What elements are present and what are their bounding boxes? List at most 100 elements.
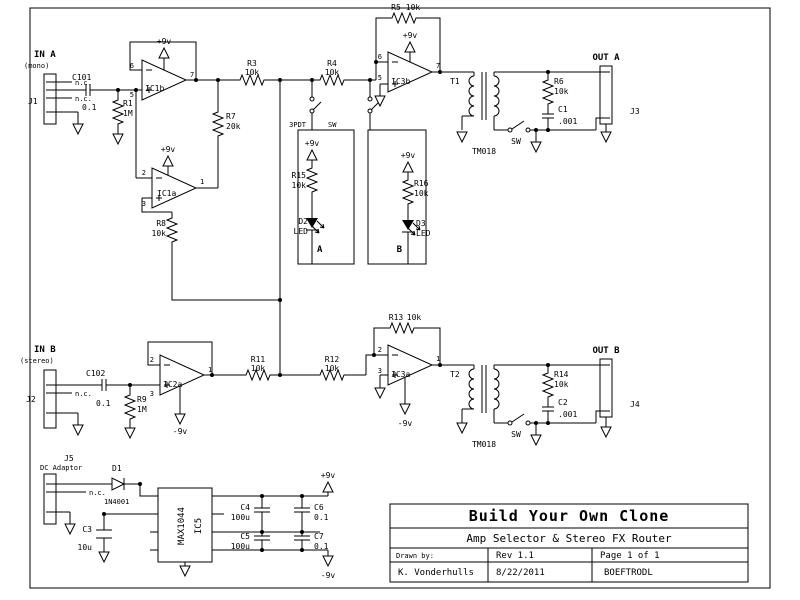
d3-ref-label: D3 — [416, 219, 426, 228]
cap-c102 — [101, 379, 107, 391]
nc-label-j1-ring: n.c. — [75, 95, 92, 103]
r5-ref-label: R5 — [391, 3, 401, 12]
ic3b-pin-out: 7 — [436, 62, 440, 70]
m9v-label-ic3a: -9v — [398, 419, 413, 428]
nc-label-j2: n.c. — [75, 390, 92, 398]
r1-val-label: 1M — [123, 109, 133, 118]
res-r4 — [318, 73, 346, 87]
cap-c7 — [294, 535, 310, 541]
res-r1 — [111, 98, 125, 126]
res-r12 — [318, 368, 346, 382]
r1-ref-label: R1 — [123, 99, 133, 108]
nc-label-j5: n.c. — [89, 489, 106, 497]
in-b-label: IN B — [34, 345, 56, 355]
ic1b-pin-noninv: 5 — [130, 91, 134, 99]
sw-b-label: SW — [511, 430, 521, 439]
c6-val-label: 0.1 — [314, 513, 329, 522]
led-d2 — [306, 218, 325, 234]
nc-label-j1-top: n.c. — [75, 79, 92, 87]
junction-dots — [102, 60, 550, 552]
p9v-label-box-a: +9v — [305, 139, 320, 148]
title-brand: Build Your Own Clone — [469, 507, 670, 525]
c7-val-label: 0.1 — [314, 542, 329, 551]
j2-label: J2 — [26, 395, 36, 404]
page-value: Page 1 of 1 — [600, 551, 660, 561]
drawn-by-value: K. Vonderhulls — [398, 568, 474, 578]
res-r8 — [165, 216, 179, 244]
j3-label: J3 — [630, 107, 640, 116]
d1-ref-label: D1 — [112, 464, 122, 473]
p9v-label-ic1b: +9v — [157, 37, 172, 46]
res-r14 — [541, 371, 555, 399]
switch-sw-a — [507, 120, 531, 133]
sw-mid-label: SW — [328, 121, 337, 129]
ic2a-pin-inv: 2 — [150, 356, 154, 364]
res-r6 — [541, 78, 555, 106]
jack-j3 — [599, 65, 613, 125]
c2-val-label: .001 — [558, 410, 577, 419]
c2-ref-label: C2 — [558, 398, 568, 407]
cap-c5 — [254, 535, 270, 541]
transformer-t2 — [468, 365, 500, 413]
c4-ref-label: C4 — [240, 503, 250, 512]
p9v-label-ic3b: +9v — [403, 31, 418, 40]
r4-val-label: 10k — [325, 68, 340, 77]
opamp-ic1b — [141, 59, 188, 101]
m9v-label-psu: -9v — [321, 571, 336, 580]
t1-part-label: TM018 — [472, 147, 496, 156]
ic3a-pin-inv: 2 — [378, 346, 382, 354]
r15-val-label: 10k — [292, 181, 307, 190]
title-block: Build Your Own Clone Amp Selector & Ster… — [389, 503, 749, 583]
date-value: 8/22/2011 — [496, 568, 545, 578]
p9v-label-ic1a: +9v — [161, 145, 176, 154]
out-b-label: OUT B — [592, 346, 620, 356]
jack-j1 — [43, 73, 57, 125]
c1-ref-label: C1 — [558, 105, 568, 114]
d2-val-label: LED — [294, 227, 309, 236]
t2-part-label: TM018 — [472, 440, 496, 449]
c5-val-label: 100u — [231, 542, 250, 551]
c101-ref-label: C101 — [72, 73, 91, 82]
r13-ref-label: R13 — [389, 313, 404, 322]
c7-ref-label: C7 — [314, 532, 324, 541]
ic2a-label: IC2a — [163, 380, 182, 389]
sw-3pdt-label: 3PDT — [289, 121, 307, 129]
res-r13 — [388, 321, 416, 335]
in-a-mode-label: (mono) — [24, 62, 49, 70]
c3-val-label: 10u — [78, 543, 93, 552]
led-b-letter: B — [397, 245, 403, 255]
r14-ref-label: R14 — [554, 370, 569, 379]
r15-ref-label: R15 — [292, 171, 307, 180]
in-b-mode-label: (stereo) — [20, 357, 54, 365]
d1-val-label: 1N4001 — [104, 498, 129, 506]
r11-val-label: 10k — [251, 364, 266, 373]
r3-ref-label: R3 — [247, 59, 257, 68]
r7-ref-label: R7 — [226, 112, 236, 121]
jack-j5 — [43, 473, 57, 525]
res-r15 — [305, 166, 319, 194]
ic1b-pin-out: 7 — [190, 71, 194, 79]
wires — [56, 17, 607, 566]
r9-ref-label: R9 — [137, 395, 147, 404]
r14-val-label: 10k — [554, 380, 569, 389]
diode-d1 — [111, 477, 126, 491]
res-r3 — [238, 73, 266, 87]
r16-ref-label: R16 — [414, 179, 429, 188]
jack-j4 — [599, 358, 613, 418]
c3-ref-label: C3 — [82, 525, 92, 534]
rev-value: Rev 1.1 — [496, 551, 534, 561]
d3-val-label: LED — [416, 229, 431, 238]
ic3a-pin-out: 1 — [436, 355, 440, 363]
ic3a-label: IC3a — [391, 370, 410, 379]
footswitch-pole-a — [309, 96, 322, 114]
j1-label: J1 — [28, 97, 38, 106]
res-r9 — [123, 393, 137, 421]
opamp-ic3b — [387, 51, 434, 93]
m9v-label-ic2a: -9v — [173, 427, 188, 436]
r6-ref-label: R6 — [554, 77, 564, 86]
res-r11 — [244, 368, 272, 382]
res-r5 — [390, 11, 418, 25]
doc-code-value: BOEFTRODL — [604, 568, 653, 578]
led-a-letter: A — [317, 245, 323, 255]
